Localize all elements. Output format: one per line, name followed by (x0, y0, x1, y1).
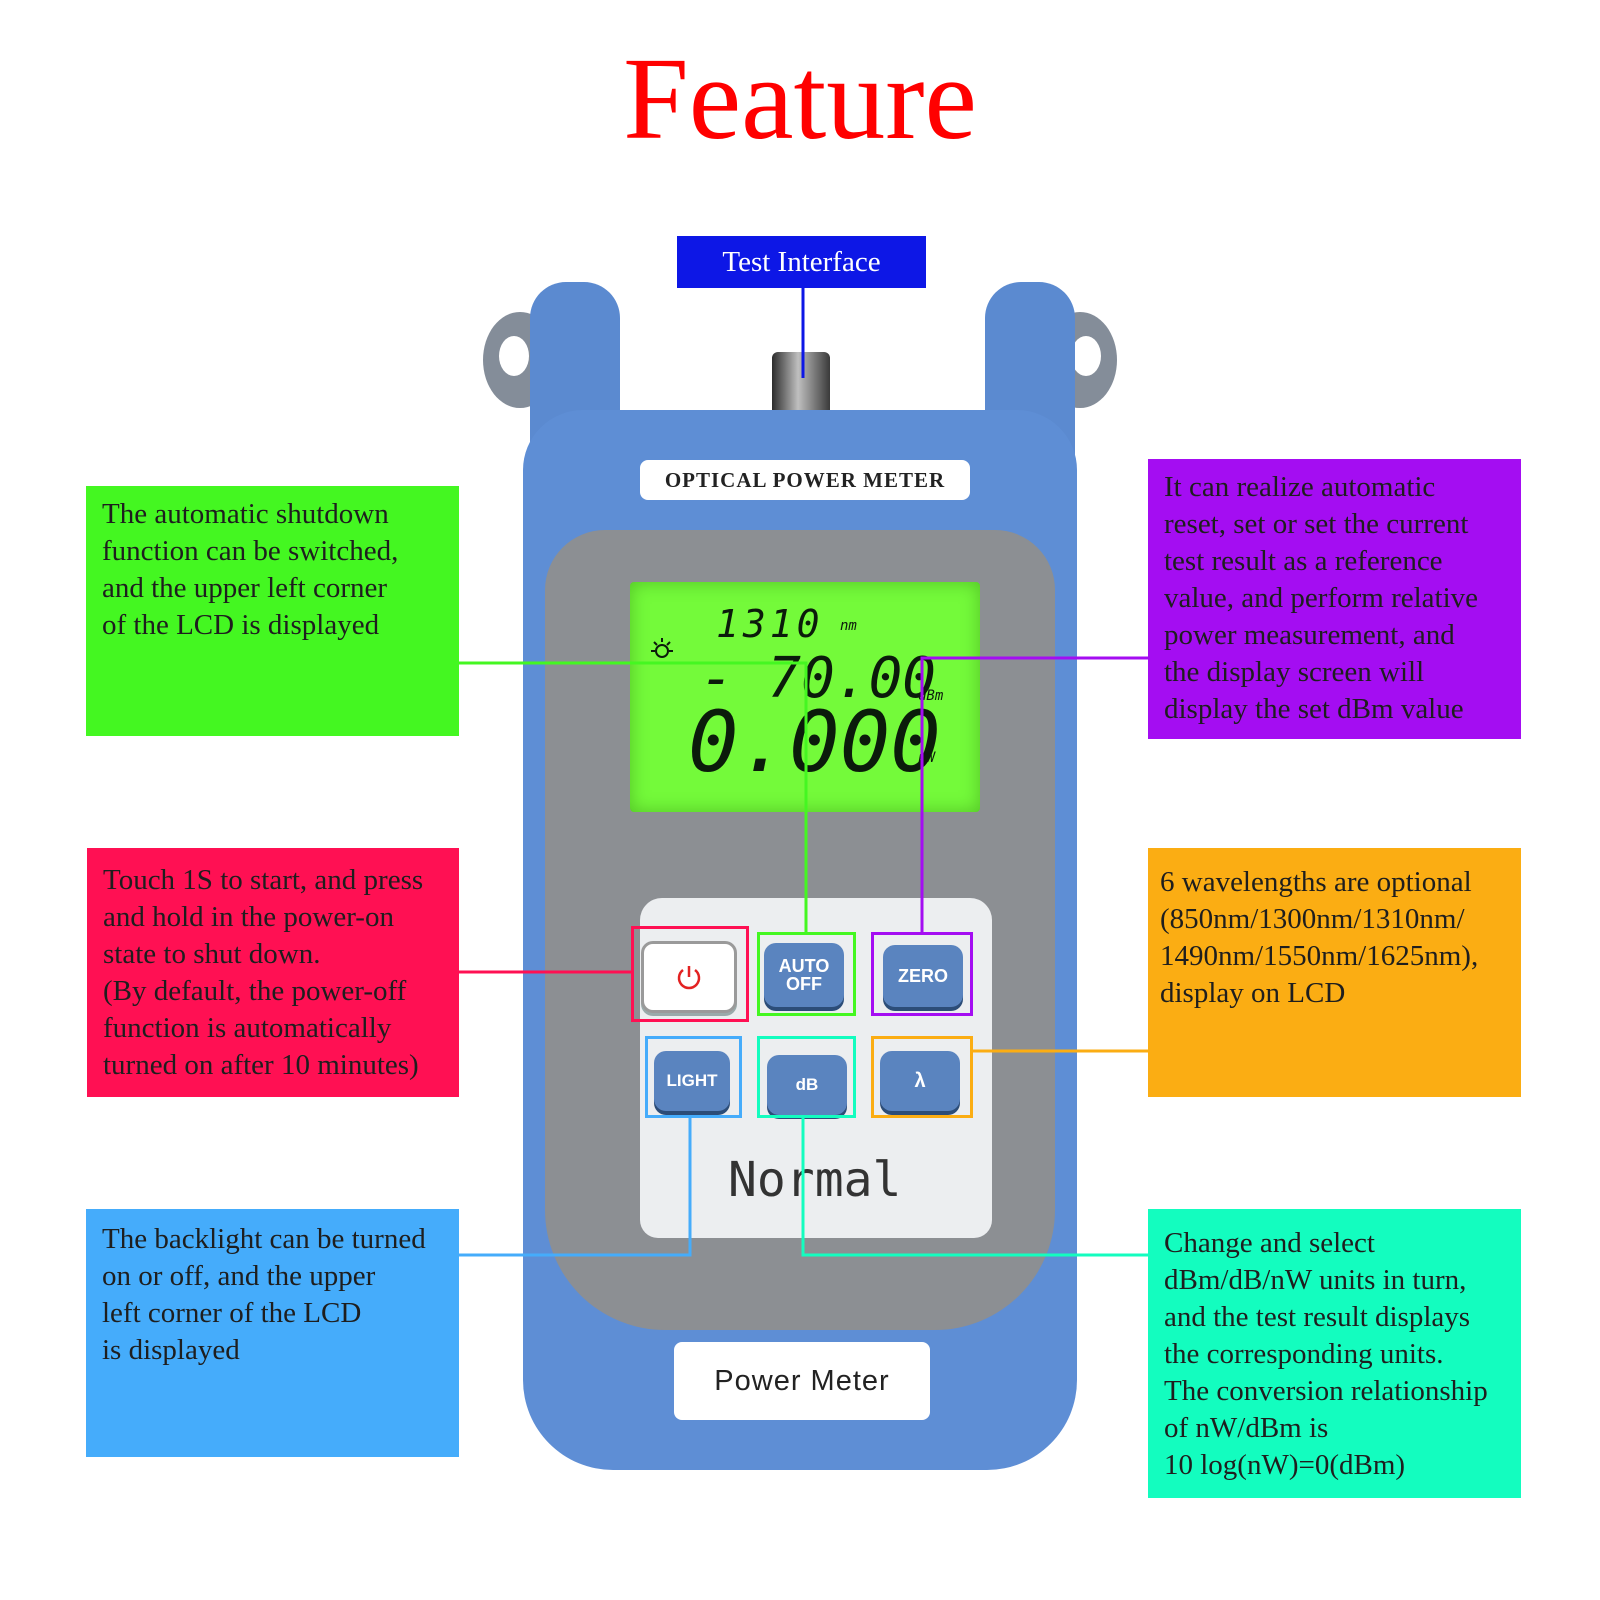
callout-line: and hold in the power-on (103, 901, 394, 933)
wavelength-frame (871, 1036, 973, 1118)
callout-light: The backlight can be turned on or off, a… (86, 1209, 459, 1457)
callout-line: state to shut down. (103, 938, 321, 970)
callout-line: display the set dBm value (1164, 693, 1464, 725)
callout-line: and the test result displays (1164, 1301, 1471, 1333)
callout-line: left corner of the LCD (102, 1297, 362, 1329)
callout-power: Touch 1S to start, and press and hold in… (87, 848, 459, 1097)
test-interface-label: Test Interface (677, 236, 926, 288)
green-line (459, 661, 808, 932)
callout-line: The backlight can be turned (102, 1223, 426, 1255)
callout-db: Change and select dBm/dB/nW units in tur… (1148, 1209, 1521, 1498)
callout-line: on or off, and the upper (102, 1260, 376, 1292)
mode-label: Normal (728, 1152, 902, 1208)
lcd-reading: 0.000 (688, 693, 941, 791)
auto-off-label-2: OFF (786, 974, 822, 994)
callout-line: value, and perform relative (1164, 582, 1479, 614)
callout-line: The conversion relationship (1164, 1375, 1488, 1407)
callout-line: function can be switched, (102, 535, 399, 567)
zero-frame (871, 932, 973, 1016)
power-icon (677, 966, 701, 990)
auto-off-button[interactable]: AUTO OFF (764, 943, 844, 1007)
callout-line: turned on after 10 minutes) (103, 1049, 419, 1081)
callout-line: the corresponding units. (1164, 1338, 1444, 1370)
wavelength-button[interactable]: λ (880, 1051, 960, 1111)
purple-line (920, 656, 1148, 932)
callout-line: The automatic shutdown (102, 498, 389, 530)
teal-line (801, 1118, 1148, 1257)
right-lanyard-hole (1071, 336, 1101, 376)
callout-line: It can realize automatic (1164, 471, 1436, 503)
callout-line: is displayed (102, 1334, 240, 1366)
auto-off-frame (757, 932, 856, 1016)
light-frame (645, 1036, 742, 1118)
callout-line: of nW/dBm is (1164, 1412, 1329, 1444)
left-lanyard-hole (499, 336, 529, 376)
callout-line: 1490nm/1550nm/1625nm), (1160, 940, 1479, 972)
callout-line: power measurement, and (1164, 619, 1455, 651)
callout-line: the display screen will (1164, 656, 1425, 688)
page-title: Feature (623, 33, 977, 164)
callout-line: Touch 1S to start, and press (103, 864, 424, 896)
callout-line: dBm/dB/nW units in turn, (1164, 1264, 1467, 1296)
callout-line: (By default, the power-off (103, 975, 407, 1007)
backlight-icon (648, 636, 676, 664)
callout-line: reset, set or set the current (1164, 508, 1469, 540)
power-button-frame (631, 926, 749, 1022)
callout-wavelength: 6 wavelengths are optional (850nm/1300nm… (1148, 848, 1521, 1097)
callout-line: display on LCD (1160, 977, 1346, 1009)
callout-line: and the upper left corner (102, 572, 388, 604)
power-button[interactable] (641, 941, 737, 1013)
callout-auto-off: The automatic shutdown function can be s… (86, 486, 459, 736)
lcd-wavelength-unit: nm (840, 618, 857, 634)
device-footer-label: Power Meter (674, 1342, 930, 1420)
auto-off-label-1: AUTO (778, 956, 830, 976)
callout-line: function is automatically (103, 1012, 392, 1044)
light-button[interactable]: LIGHT (654, 1051, 730, 1111)
callout-line: 10 log(nW)=0(dBm) (1164, 1449, 1406, 1481)
blue-line (459, 1118, 692, 1257)
callout-line: of the LCD is displayed (102, 609, 380, 641)
callout-zero: It can realize automatic reset, set or s… (1148, 459, 1521, 739)
lcd-power: - 70.00 (700, 646, 937, 711)
callout-line: 6 wavelengths are optional (1160, 866, 1472, 898)
db-frame (757, 1036, 856, 1118)
device-header-label: OPTICAL POWER METER (640, 460, 970, 500)
callout-line: Change and select (1164, 1227, 1375, 1259)
callout-line: (850nm/1300nm/1310nm/ (1160, 903, 1465, 935)
lcd-power-unit: dBm (918, 688, 944, 704)
zero-button[interactable]: ZERO (883, 945, 963, 1007)
lcd-wavelength: 1310 (716, 602, 824, 646)
db-button[interactable]: dB (767, 1055, 847, 1115)
callout-line: test result as a reference (1164, 545, 1443, 577)
